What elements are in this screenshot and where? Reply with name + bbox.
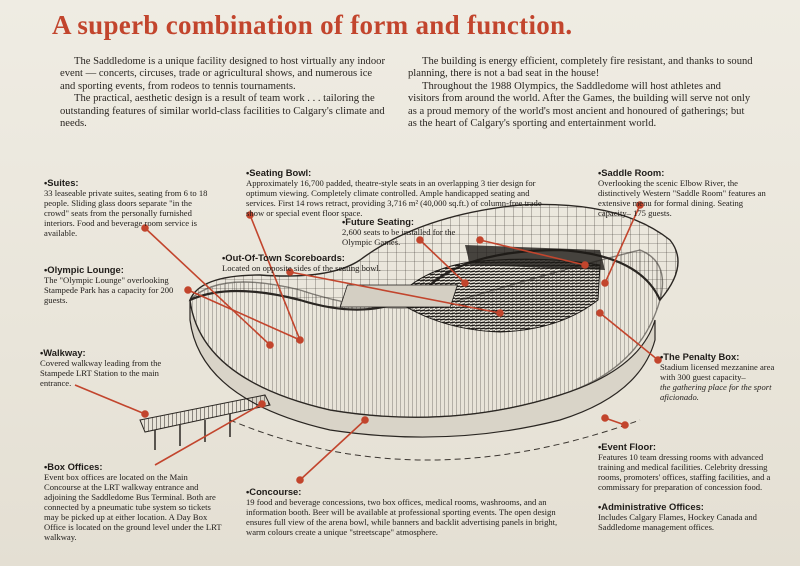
- callout-seating-bowl: Seating Bowl: Approximately 16,700 padde…: [246, 168, 546, 219]
- callout-body: Features 10 team dressing rooms with adv…: [598, 452, 771, 492]
- callout-title: Saddle Room:: [598, 168, 768, 178]
- callout-olympic-lounge: Olympic Lounge: The "Olympic Lounge" ove…: [44, 265, 199, 306]
- callout-title: Walkway:: [40, 348, 190, 358]
- callout-title: Out-Of-Town Scoreboards:: [222, 253, 382, 263]
- callout-title: Box Offices:: [44, 462, 224, 472]
- intro-right-column: The building is energy efficient, comple…: [408, 56, 753, 130]
- callout-title: Future Seating:: [342, 217, 462, 227]
- callout-tagline: the gathering place for the sport aficio…: [660, 382, 772, 402]
- callout-title: Seating Bowl:: [246, 168, 546, 178]
- headline: A superb combination of form and functio…: [52, 10, 573, 40]
- callout-title: Administrative Offices:: [598, 502, 768, 512]
- seating-bowl-cutaway: [394, 258, 601, 333]
- rink-floor: [339, 284, 458, 308]
- callout-title: Suites:: [44, 178, 212, 188]
- callout-admin-offices: Administrative Offices: Includes Calgary…: [598, 502, 768, 533]
- callout-body: The "Olympic Lounge" overlooking Stamped…: [44, 275, 174, 305]
- callout-future-seating: Future Seating: 2,600 seats to be instal…: [342, 217, 462, 248]
- intro-paragraph: The Saddledome is a unique facility desi…: [60, 56, 385, 92]
- callout-body: Located on opposite sides of the seating…: [222, 263, 381, 273]
- walkway-pillars: [154, 414, 231, 450]
- callout-saddle-room: Saddle Room: Overlooking the scenic Elbo…: [598, 168, 768, 219]
- leader-lines: [74, 201, 662, 484]
- callout-body: Approximately 16,700 padded, theatre-sty…: [246, 178, 542, 218]
- callout-body: Covered walkway leading from the Stamped…: [40, 358, 162, 388]
- callout-title: The Penalty Box:: [660, 352, 780, 362]
- callout-penalty-box: The Penalty Box: Stadium licensed mezzan…: [660, 352, 780, 403]
- intro-paragraph: Throughout the 1988 Olympics, the Saddle…: [408, 80, 751, 130]
- callout-concourse: Concourse: 19 food and beverage concessi…: [246, 487, 568, 538]
- callout-title: Event Floor:: [598, 442, 773, 452]
- callout-title: Concourse:: [246, 487, 568, 497]
- callout-title: Olympic Lounge:: [44, 265, 199, 275]
- callout-box-offices: Box Offices: Event box offices are locat…: [44, 462, 224, 543]
- callout-body: 33 leaseable private suites, seating fro…: [44, 188, 208, 238]
- callout-body: 2,600 seats to be installed for the Olym…: [342, 227, 456, 247]
- callout-walkway: Walkway: Covered walkway leading from th…: [40, 348, 190, 389]
- callout-event-floor: Event Floor: Features 10 team dressing r…: [598, 442, 773, 493]
- walkway-structure: [139, 394, 271, 433]
- callout-body: Stadium licensed mezzanine area with 300…: [660, 362, 775, 382]
- callout-suites: Suites: 33 leaseable private suites, sea…: [44, 178, 212, 239]
- upper-tier: [465, 245, 605, 270]
- callout-body: 19 food and beverage concessions, two bo…: [246, 497, 558, 537]
- intro-left-column: The Saddledome is a unique facility desi…: [60, 56, 390, 130]
- intro-paragraph: The building is energy efficient, comple…: [408, 56, 753, 80]
- ground-outline: [229, 419, 641, 461]
- intro-paragraph: The practical, aesthetic design is a res…: [60, 93, 385, 130]
- callout-body: Event box offices are located on the Mai…: [44, 472, 222, 542]
- callout-body: Includes Calgary Flames, Hockey Canada a…: [598, 512, 757, 532]
- callout-scoreboards: Out-Of-Town Scoreboards: Located on oppo…: [222, 253, 382, 274]
- callout-body: Overlooking the scenic Elbow River, the …: [598, 178, 766, 218]
